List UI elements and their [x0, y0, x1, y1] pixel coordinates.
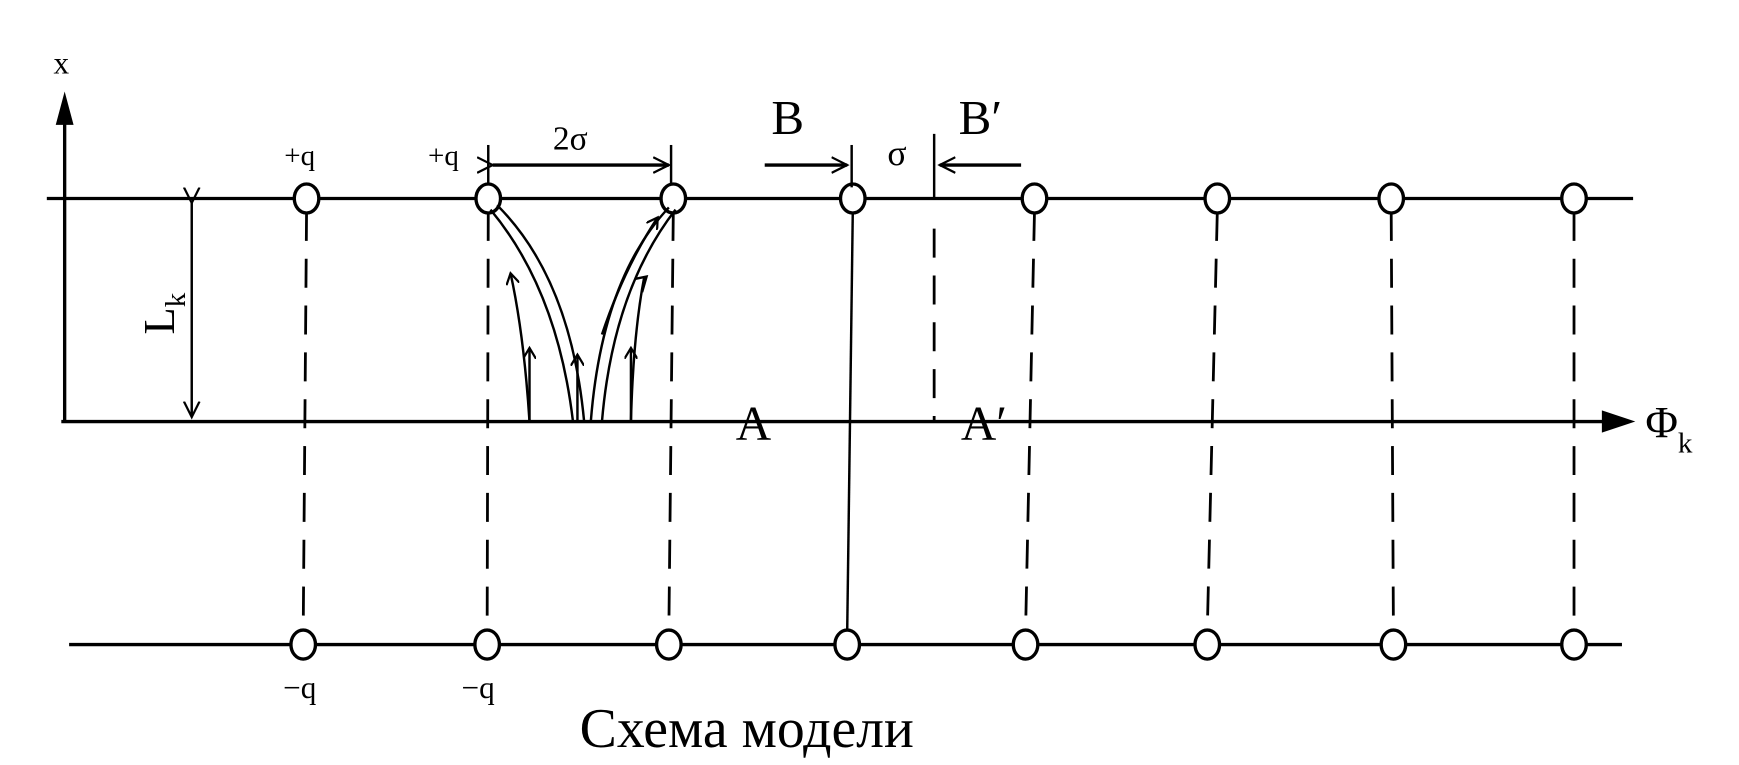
- phi-axis-arrow-icon: [1601, 410, 1636, 433]
- minus-q-label-1: −q: [283, 670, 317, 705]
- top-charges: [292, 182, 1588, 215]
- two-sigma-label: 2σ: [553, 120, 588, 157]
- phi-axis-label: Φk: [1645, 397, 1693, 460]
- caption: Схема модели: [580, 698, 914, 760]
- minus-q-label-2: −q: [462, 670, 496, 705]
- plus-q-label-1: +q: [284, 140, 315, 172]
- x-axis-label: x: [54, 46, 70, 81]
- dashed-lines: [301, 211, 1576, 632]
- lk-label: Lk: [134, 292, 192, 334]
- bottom-charges: [289, 628, 1588, 661]
- x-axis-arrow-icon: [55, 91, 74, 125]
- b-prime-label: B′: [959, 90, 1002, 145]
- field-lines: [489, 204, 677, 422]
- sigma-label: σ: [887, 133, 906, 173]
- section-line-AB: [845, 211, 855, 632]
- a-label: A: [736, 395, 772, 450]
- b-label: B: [771, 90, 804, 145]
- a-prime-label: A′: [961, 395, 1007, 450]
- plus-q-label-2: +q: [428, 140, 459, 172]
